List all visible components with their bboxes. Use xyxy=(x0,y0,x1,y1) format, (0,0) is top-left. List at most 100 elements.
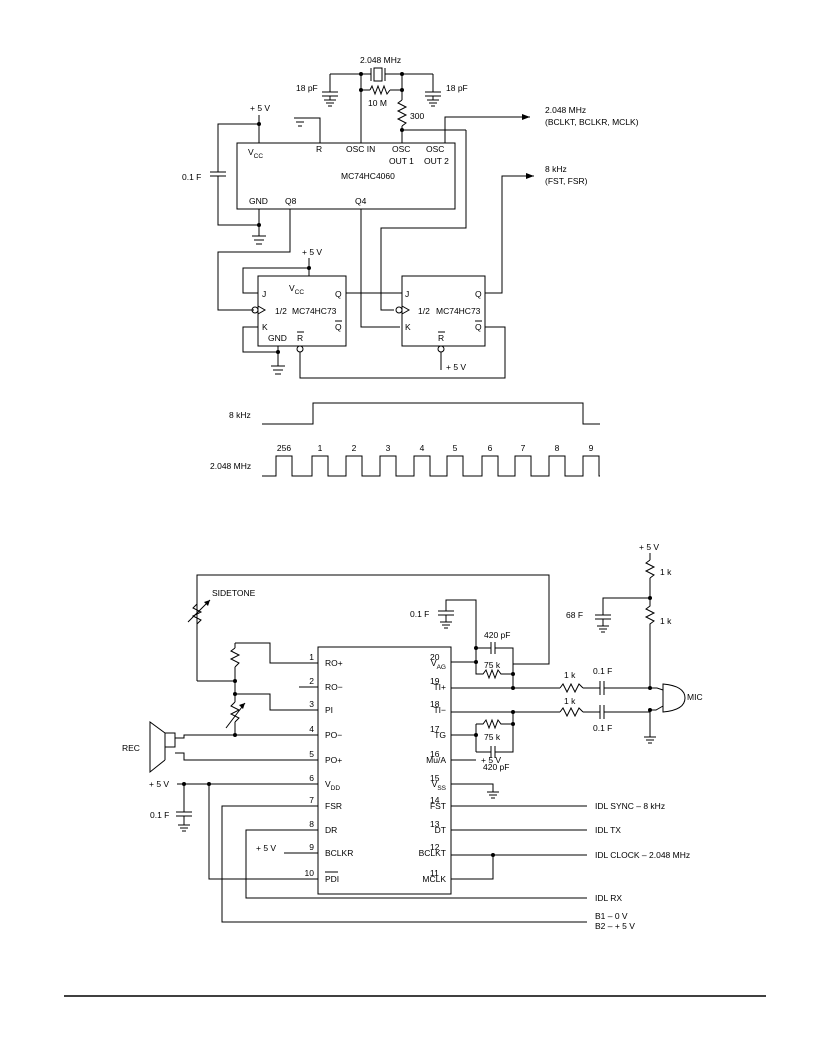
mc74hc4060-chip xyxy=(236,142,456,210)
pin-label: RO− xyxy=(325,682,343,692)
mic-res2-label: 1 k xyxy=(660,616,672,626)
timing-clock-label: 2.048 MHz xyxy=(210,461,251,471)
vag-cap420-label: 420 pF xyxy=(484,630,510,640)
mic-res-b-label: 1 k xyxy=(564,696,576,706)
pin-number: 1 xyxy=(309,652,314,662)
pin-label: MCLK xyxy=(422,874,446,884)
pin-label: RO+ xyxy=(325,658,343,668)
pin-number: 16 xyxy=(430,749,440,759)
rec-label: REC xyxy=(122,743,140,753)
oscillator-circuit: 2.048 MHz 18 pF 18 pF xyxy=(182,55,639,379)
pin-label: TI+ xyxy=(433,682,446,692)
crystal-symbol xyxy=(373,67,383,82)
vdd-supply-label: + 5 V xyxy=(149,779,169,789)
crystal-frequency-label: 2.048 MHz xyxy=(360,55,401,65)
codec-chip xyxy=(317,646,452,895)
pulse-number: 1 xyxy=(318,443,323,453)
sync-output-freq: 8 kHz xyxy=(545,164,567,174)
tg-res75k-label: 75 k xyxy=(484,732,501,742)
pin-number: 11 xyxy=(430,868,439,878)
idl-clock-label: IDL CLOCK – 2.048 MHz xyxy=(595,850,690,860)
pulse-number: 3 xyxy=(386,443,391,453)
sidetone-label: SIDETONE xyxy=(212,588,256,598)
speaker-body xyxy=(164,732,176,748)
ff2-supply-label: + 5 V xyxy=(446,362,466,372)
pulse-number: 8 xyxy=(555,443,560,453)
pin-number: 9 xyxy=(309,842,314,852)
cap-left-label: 18 pF xyxy=(296,83,318,93)
codec-right-pins: 20VAG19TI+18TI−17TG16Mu/A15VSS14FST13DT1… xyxy=(419,652,447,884)
vdd-cap-label: 0.1 F xyxy=(150,810,169,820)
pulse-number: 6 xyxy=(488,443,493,453)
ff1-name-a: 1/2 xyxy=(275,306,287,316)
waveform-8khz xyxy=(262,402,600,425)
mic-res1-label: 1 k xyxy=(660,567,672,577)
codec-circuit: 1RO+2RO−3PI4PO−5PO+6VDD7FSR8DR9BCLKR10PD… xyxy=(122,542,703,931)
pulse-number: 9 xyxy=(589,443,594,453)
vag-res75k-label: 75 k xyxy=(484,660,501,670)
pin-number: 5 xyxy=(309,749,314,759)
chip-q4-pin: Q4 xyxy=(355,196,367,206)
timing-8khz-label: 8 kHz xyxy=(229,410,251,420)
pin-label: Mu/A xyxy=(426,755,446,765)
pin-label: PI xyxy=(325,705,333,715)
pin-label: VSS xyxy=(432,779,447,792)
chip-vcc-pin: VCC xyxy=(248,147,263,160)
mic-label: MIC xyxy=(687,692,703,702)
pulse-number: 4 xyxy=(420,443,425,453)
ff1-gnd-pin: GND xyxy=(268,333,287,343)
pin-label: DR xyxy=(325,825,337,835)
pin-number: 12 xyxy=(430,842,440,852)
pin-number: 15 xyxy=(430,773,440,783)
pin-number: 7 xyxy=(309,795,314,805)
vcc-supply-label: + 5 V xyxy=(250,103,270,113)
pin-number: 3 xyxy=(309,699,314,709)
pin-number: 10 xyxy=(305,868,315,878)
ff1-qbar-pin: Q xyxy=(335,322,342,332)
ff2-name-a: 1/2 xyxy=(418,306,430,316)
mua-supply-label: + 5 V xyxy=(481,755,501,765)
pin-number: 17 xyxy=(430,724,440,734)
ff2-k-pin: K xyxy=(405,322,411,332)
pin-label: BCLKR xyxy=(325,848,353,858)
clock-output-freq: 2.048 MHz xyxy=(545,105,586,115)
pin-label: PO+ xyxy=(325,755,342,765)
pin-number: 13 xyxy=(430,819,440,829)
pin-number: 8 xyxy=(309,819,314,829)
pulse-number: 2 xyxy=(352,443,357,453)
chip-name-label: MC74HC4060 xyxy=(341,171,395,181)
chip-osc-out2-pin: OSC xyxy=(426,144,444,154)
ff2-q-pin: Q xyxy=(475,289,482,299)
idl-tx-label: IDL TX xyxy=(595,825,621,835)
ff2-j-pin: J xyxy=(405,289,409,299)
ff1-name-b: MC74HC73 xyxy=(292,306,337,316)
vag-cap-label: 0.1 F xyxy=(410,609,429,619)
sync-output-names: (FST, FSR) xyxy=(545,176,588,186)
mic-supply-label: + 5 V xyxy=(639,542,659,552)
bclkr-supply-label: + 5 V xyxy=(256,843,276,853)
ff2-mc74hc73 xyxy=(401,275,486,347)
pin-number: 2 xyxy=(309,676,314,686)
chip-osc-out2-pin-b: OUT 2 xyxy=(424,156,449,166)
microphone-symbol xyxy=(662,683,686,713)
idl-rx-label: IDL RX xyxy=(595,893,622,903)
pin-label: TI− xyxy=(433,705,446,715)
pin-label: FST xyxy=(430,801,446,811)
ff1-supply-label: + 5 V xyxy=(302,247,322,257)
pin-label: VDD xyxy=(325,779,340,792)
codec-left-pins: 1RO+2RO−3PI4PO−5PO+6VDD7FSR8DR9BCLKR10PD… xyxy=(305,652,354,884)
ff2-name-b: MC74HC73 xyxy=(436,306,481,316)
speaker-cone xyxy=(149,721,166,774)
chip-osc-out1-pin: OSC xyxy=(392,144,410,154)
ff1-rbar-pin: R xyxy=(297,333,303,343)
ff1-q-pin: Q xyxy=(335,289,342,299)
crystal-network: 2.048 MHz 18 pF 18 pF xyxy=(296,55,468,143)
ff1-k-pin: K xyxy=(262,322,268,332)
pin-label: PO− xyxy=(325,730,342,740)
ff2-qbar-pin: Q xyxy=(475,322,482,332)
pin-label: DT xyxy=(435,825,446,835)
pin-number: 4 xyxy=(309,724,314,734)
res-300-label: 300 xyxy=(410,111,424,121)
